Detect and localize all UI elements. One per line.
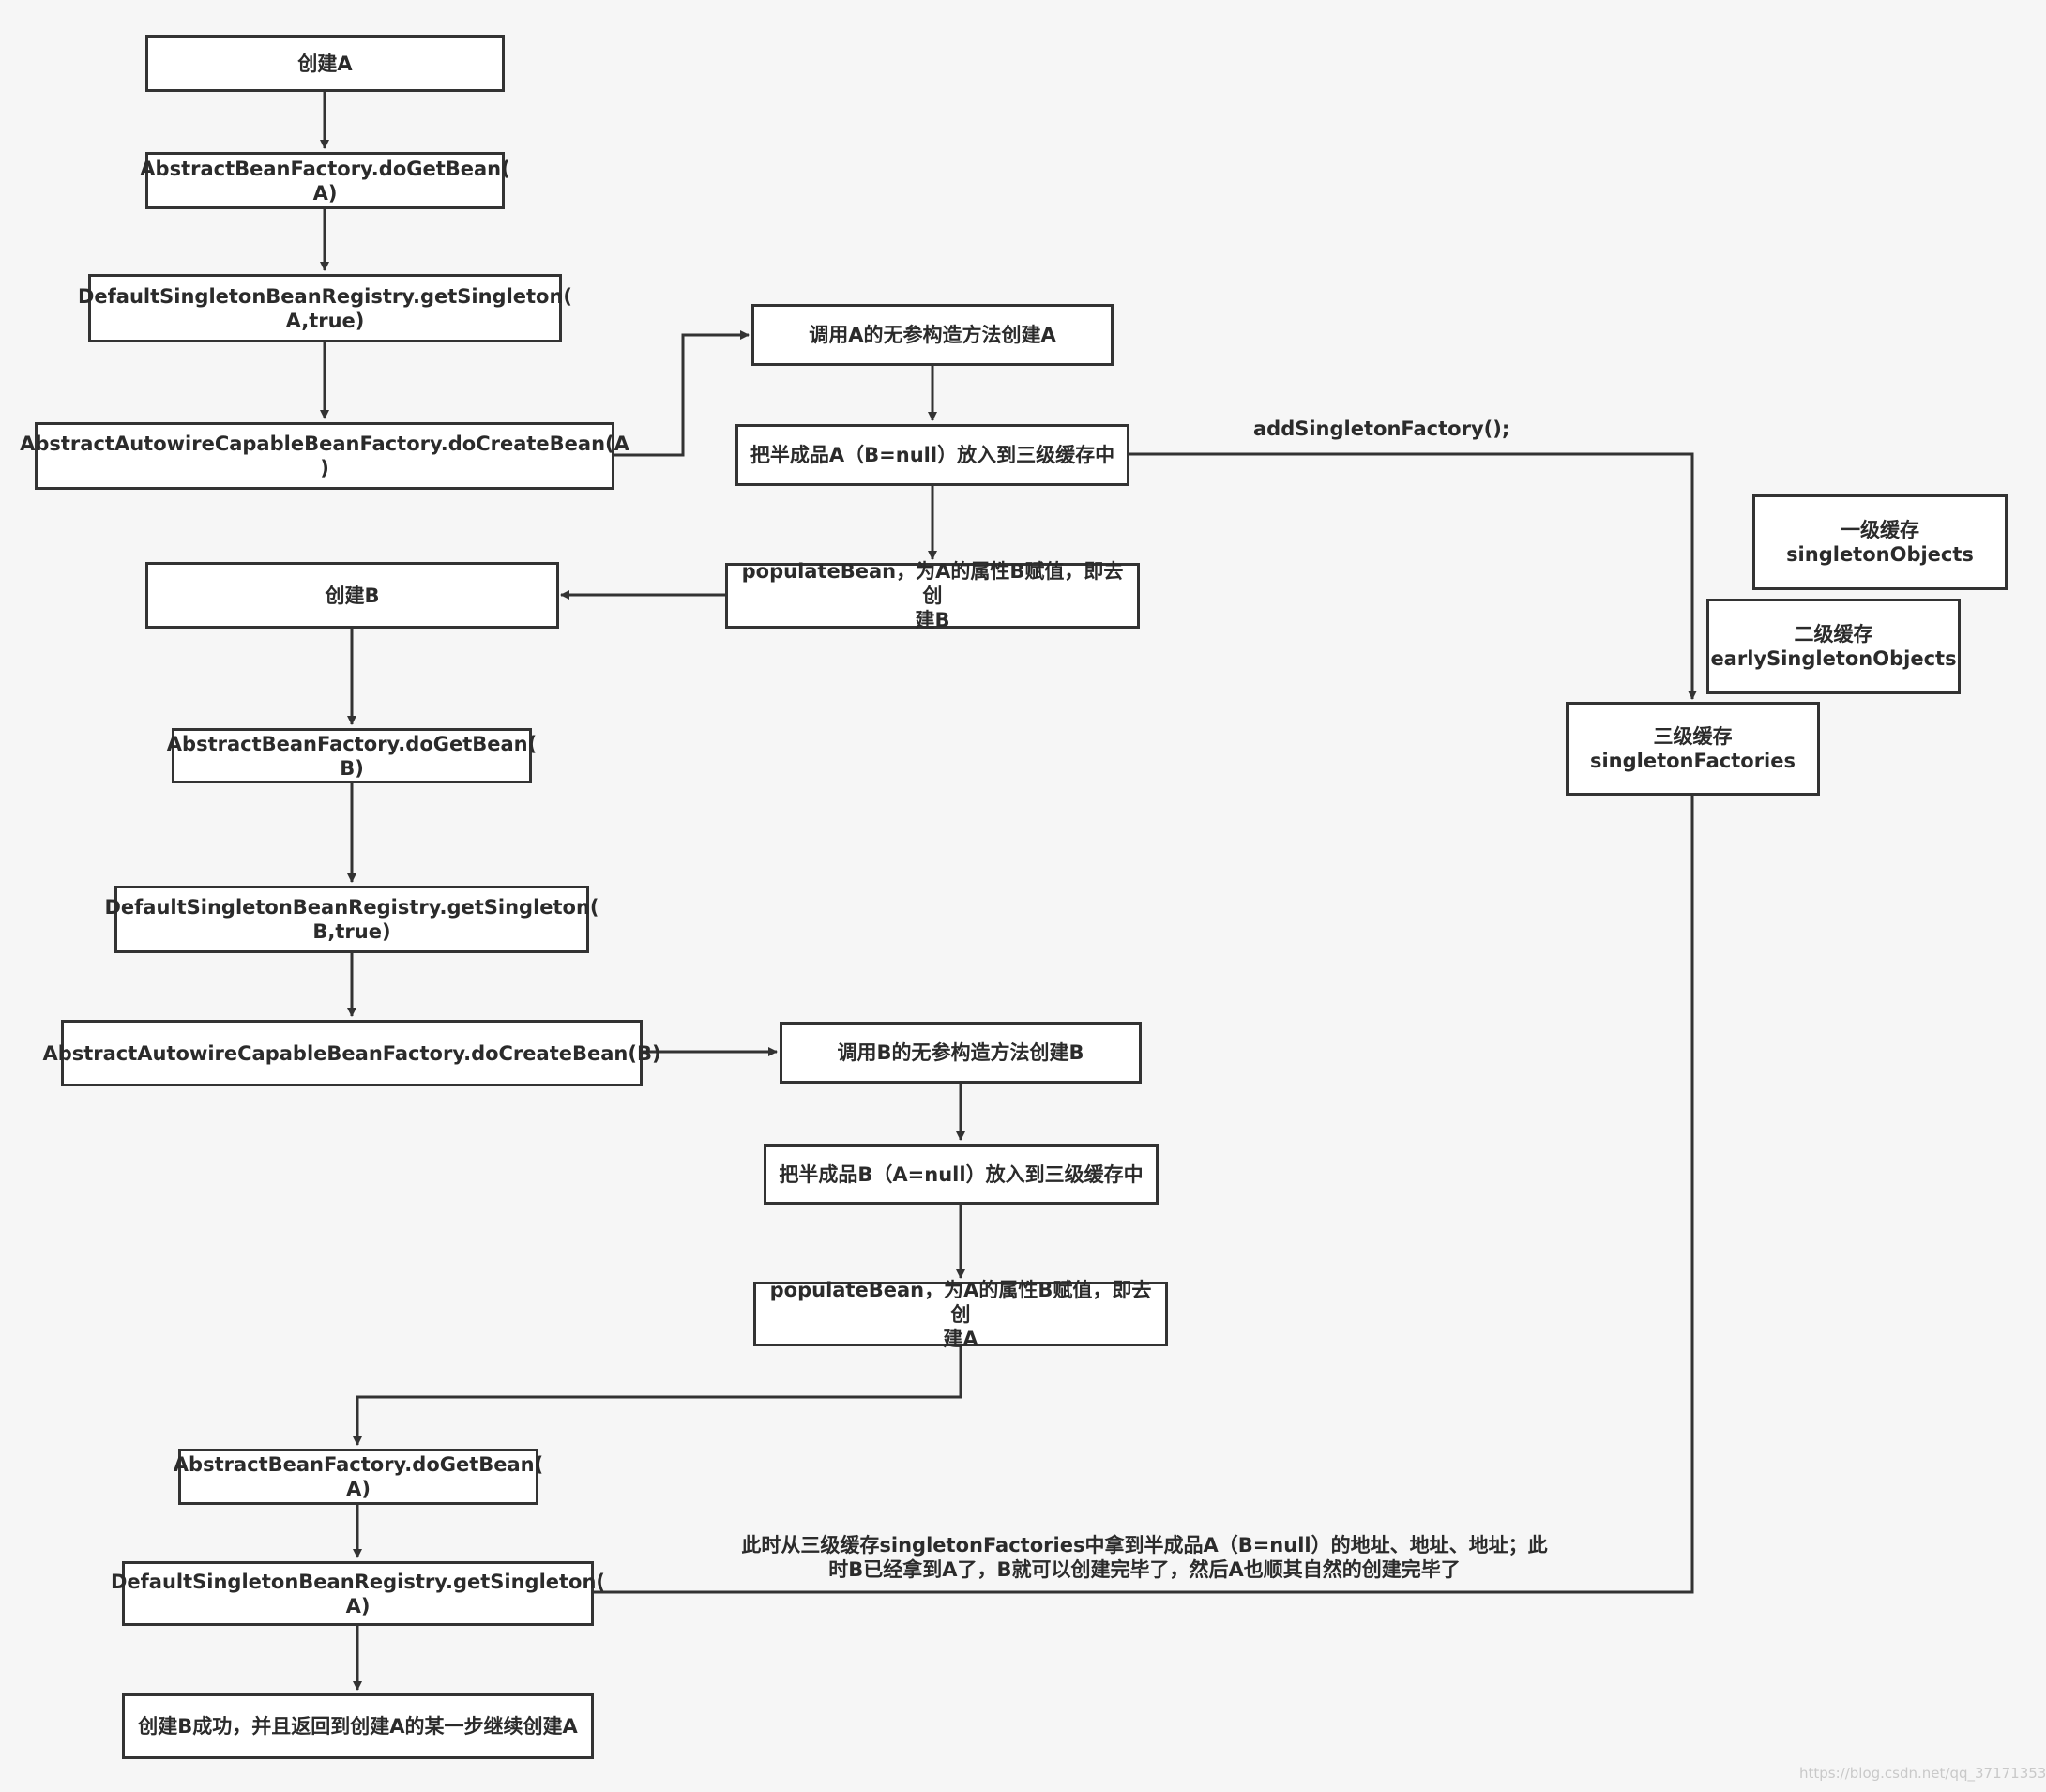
cache-level-1-box: 一级缓存 singletonObjects <box>1752 494 2008 590</box>
node-do-get-bean-b: AbstractBeanFactory.doGetBean( B) <box>167 728 537 783</box>
edge-n14-n15 <box>353 1346 962 1446</box>
node-do-get-bean-a-again: AbstractBeanFactory.doGetBean( A) <box>174 1449 543 1505</box>
edge-label-fetch-from-cache: 此时从三级缓存singletonFactories中拿到半成品A（B=null）… <box>741 1534 1548 1581</box>
watermark: https://blog.csdn.net/qq_37171353 <box>1799 1765 2046 1782</box>
node-create-b: 创建B <box>145 562 559 629</box>
node-put-half-b-cache: 把半成品B（A=null）放入到三级缓存中 <box>764 1144 1159 1205</box>
node-get-singleton-a: DefaultSingletonBeanRegistry.getSingleto… <box>111 1561 605 1626</box>
node-put-half-a-cache: 把半成品A（B=null）放入到三级缓存中 <box>735 424 1129 486</box>
edge-n4-n5 <box>614 330 750 457</box>
node-get-singleton-a-true: DefaultSingletonBeanRegistry.getSingleto… <box>78 274 572 342</box>
node-do-create-bean-a: AbstractAutowireCapableBeanFactory.doCre… <box>20 422 629 490</box>
edge-label-add-singleton-factory: addSingletonFactory(); <box>1253 418 1510 440</box>
node-construct-a: 调用A的无参构造方法创建A <box>751 304 1114 366</box>
node-populate-bean-b: populateBean，为A的属性B赋值，即去创 建A <box>753 1279 1168 1350</box>
cache-level-3-box: 三级缓存 singletonFactories <box>1566 702 1820 796</box>
edge-cache3-n16 <box>594 796 1694 1594</box>
node-populate-bean-a: populateBean，为A的属性B赋值，即去创 建B <box>725 560 1140 631</box>
node-create-a: 创建A <box>145 35 505 92</box>
node-do-create-bean-b: AbstractAutowireCapableBeanFactory.doCre… <box>42 1020 661 1086</box>
cache-level-2-box: 二级缓存 earlySingletonObjects <box>1706 599 1961 694</box>
edge-n6-cache3 <box>1129 452 1697 700</box>
node-do-get-bean-a: AbstractBeanFactory.doGetBean( A) <box>140 152 510 209</box>
node-create-b-success: 创建B成功，并且返回到创建A的某一步继续创建A <box>122 1693 594 1759</box>
node-get-singleton-b-true: DefaultSingletonBeanRegistry.getSingleto… <box>104 886 599 953</box>
node-construct-b: 调用B的无参构造方法创建B <box>780 1022 1142 1084</box>
